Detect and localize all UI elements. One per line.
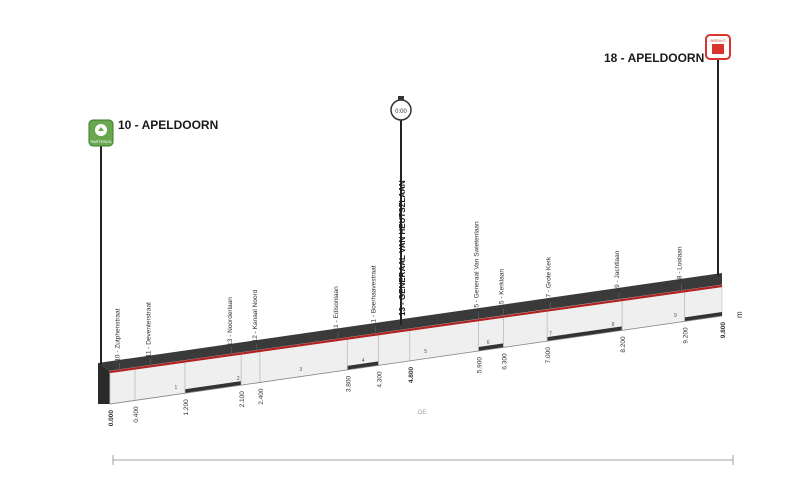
km-label: 4.300 (377, 371, 384, 388)
street-label: 19 - Jachtlaan (614, 250, 621, 291)
km-tick: 8 (612, 322, 615, 328)
street-label: 12 - Kanaal Noord (252, 289, 259, 342)
street-label: 13 - Noorderlaan (227, 297, 234, 346)
timer-icon: 0:00 (390, 96, 412, 121)
street-label: 11 - Boerhaavestraat (370, 265, 377, 325)
street-label: 15 - Generaal Van Swietenlaan (473, 221, 480, 311)
km-label: 7.000 (545, 347, 552, 364)
km-tick: 3 (299, 367, 302, 373)
km-label: 2.400 (258, 388, 265, 405)
km-label: 4.800 (408, 367, 415, 384)
intermediate-time: 0:00 (395, 109, 407, 115)
band-stripe (347, 361, 379, 370)
street-label: 17 - Grote Kerk (545, 256, 552, 301)
km-label: 9.200 (683, 327, 690, 344)
band-stripe (478, 343, 504, 352)
km-label: 1.200 (183, 399, 190, 416)
km-label: 3.800 (345, 376, 352, 393)
km-label: 8.200 (620, 336, 627, 353)
start-badge-icon: PARTENZA (88, 119, 114, 147)
intermediate-street: 13 - GENERAAL VAN HEUTSZLAAN (398, 180, 407, 316)
elevation-label: m (735, 311, 744, 318)
km-tick: 7 (549, 331, 552, 337)
street-label: 10 - Zutphenstraat (114, 308, 121, 361)
profile-road-left-edge (98, 363, 110, 404)
street-label: 15 - Kerklaan (498, 269, 505, 308)
profile-stripes (134, 291, 722, 401)
km-tick: 6 (487, 340, 490, 346)
km-ticks: 1 2 3 4 5 6 7 8 9 (174, 313, 677, 391)
finish-badge-icon: ARRIVO (705, 34, 731, 60)
km-tick: 4 (362, 358, 365, 364)
profile-road-top (98, 273, 722, 371)
profile-band-bottom (109, 315, 723, 405)
profile-band (109, 284, 723, 405)
street-labels: 10 - Zutphenstraat 11 - Deventerstraat 13 … (114, 221, 683, 369)
km-label: 0.400 (133, 406, 140, 423)
km-label: 2.100 (239, 391, 246, 408)
street-label: 11 - Deventerstraat (146, 302, 153, 357)
km-label: 6.300 (501, 353, 508, 370)
distance-label: GE (418, 410, 427, 416)
km-tick: 1 (174, 385, 177, 391)
start-badge-text: PARTENZA (91, 139, 112, 144)
start-title: 10 - APELDOORN (118, 118, 218, 132)
km-label: 5.900 (476, 357, 483, 374)
finish-title: 18 - APELDOORN (604, 51, 704, 65)
band-stripe (184, 381, 242, 394)
km-tick: 5 (424, 349, 427, 355)
km-tick: 9 (674, 313, 677, 319)
km-label: 0.000 (108, 410, 115, 427)
finish-badge-text: ARRIVO (710, 38, 725, 43)
band-stripe (547, 326, 623, 342)
band-stripe (684, 312, 722, 322)
km-labels: 0.000 0.400 1.200 2.100 2.400 3.800 4.300 4.800… (108, 322, 727, 427)
street-label: 11 - Edisonlaan (333, 286, 340, 331)
km-label: 9.800 (720, 322, 727, 339)
km-tick: 2 (237, 376, 240, 382)
street-label: 18 - Loolaan (676, 246, 683, 283)
profile-elevation-line (109, 284, 723, 374)
